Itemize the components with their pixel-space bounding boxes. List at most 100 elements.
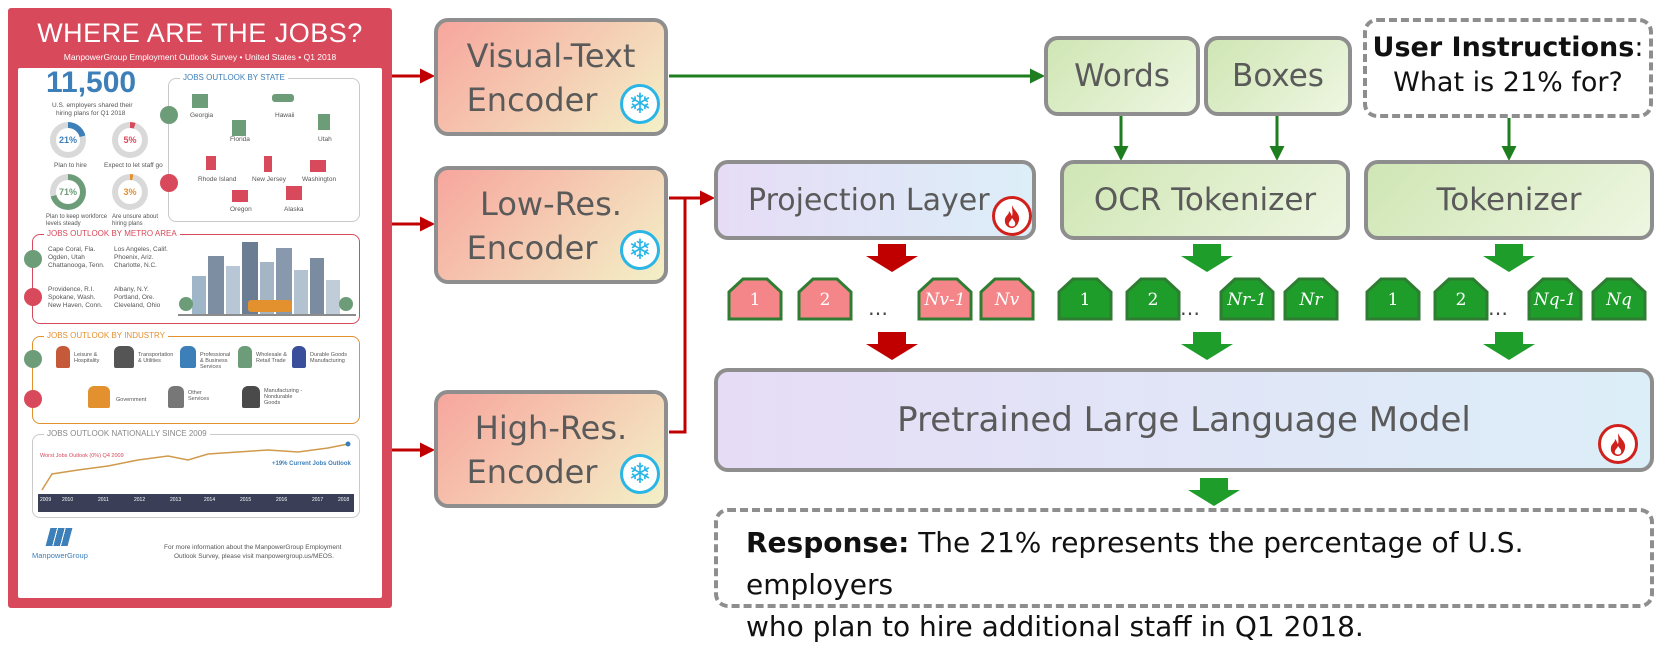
snowflake-frozen-icon: ❄ (620, 454, 660, 494)
token: Nv-1 (916, 276, 974, 322)
state-label: New Jersey (252, 176, 286, 183)
visual-text-encoder: Visual-Text Encoder (434, 18, 668, 136)
low-res-encoder: Low-Res. Encoder (434, 166, 668, 284)
state-heading: JOBS OUTLOOK BY STATE (180, 73, 288, 82)
token-ellipsis: … (1180, 296, 1200, 320)
encoder-label: Encoder (466, 453, 598, 491)
metro-up-city: Chattanooga, Tenn. (48, 262, 105, 269)
user-instructions-box: User Instructions: What is 21% for? (1363, 18, 1653, 118)
state-shape-icon (206, 156, 216, 170)
donut-chart: 71% (50, 174, 86, 210)
timeline-year: 2014 (204, 497, 216, 503)
token-label: Nr (1299, 290, 1323, 310)
response-box: Response: The 21% represents the percent… (714, 508, 1654, 643)
token-label: 2 (819, 290, 831, 310)
ocr-tokenizer-label: OCR Tokenizer (1093, 182, 1317, 218)
timeline-year: 2013 (170, 497, 182, 503)
block-arrow-down (866, 332, 918, 360)
token: 1 (1364, 276, 1422, 322)
industry-down-label: Manufacturing - Nondurable Goods (264, 388, 303, 406)
state-label: Washington (302, 176, 337, 183)
token-label: Nv (994, 290, 1020, 310)
metro-up-city: Ogden, Utah (48, 254, 85, 261)
response-label: Response: (746, 526, 910, 559)
metro-up-city: Phoenix, Ariz. (114, 254, 154, 261)
metro-down-city: Albany, N.Y. (114, 286, 149, 293)
footer-text: Outlook Survey, please visit manpowergro… (174, 553, 334, 560)
donut-value: 3% (118, 180, 142, 204)
thumbs-down-icon (24, 390, 42, 408)
encoder-label: Low-Res. (480, 185, 622, 223)
timeline-year: 2015 (240, 497, 252, 503)
boxes-label: Boxes (1232, 58, 1324, 94)
donut-label: Plan to keep workforce levels steady (46, 214, 108, 227)
llm-label: Pretrained Large Language Model (897, 400, 1471, 440)
token: Nv (978, 276, 1036, 322)
industry-up-label: Professional & Business Services (200, 352, 231, 370)
token: 2 (1432, 276, 1490, 322)
donut-value: 5% (118, 128, 142, 152)
metro-up-city: Cape Coral, Fla. (48, 246, 96, 253)
metro-down-city: Cleveland, Ohio (114, 302, 161, 309)
encoder-merge-line (669, 196, 687, 434)
donut-label: Expect to let staff go (104, 162, 163, 169)
state-shape-icon (272, 94, 294, 102)
response-text: who plan to hire additional staff in Q1 … (746, 610, 1364, 643)
donut-label: Are unsure about hiring plans (112, 214, 159, 227)
big-number-caption: hiring plans for Q1 2018 (56, 110, 126, 117)
token: Nq-1 (1526, 276, 1584, 322)
token: 2 (1124, 276, 1182, 322)
worker-icon (238, 346, 252, 368)
token-label: Nq-1 (1533, 290, 1577, 310)
state-shape-icon (264, 156, 272, 172)
user-question: What is 21% for? (1393, 67, 1623, 98)
worker-icon (56, 346, 70, 368)
state-shape-icon (232, 120, 246, 136)
state-shape-icon (192, 94, 208, 108)
thumbs-up-icon (160, 106, 178, 124)
state-label: Georgia (190, 112, 214, 119)
thumbs-down-icon (160, 174, 178, 192)
state-shape-icon (310, 160, 326, 172)
footer-text: For more information about the ManpowerG… (164, 544, 342, 551)
infographic-subtitle: ManpowerGroup Employment Outlook Survey … (63, 52, 337, 62)
ocr-tokenizer-box: OCR Tokenizer (1060, 160, 1350, 240)
donut-value: 71% (56, 180, 80, 204)
snowflake-frozen-icon: ❄ (620, 84, 660, 124)
token: Nr-1 (1218, 276, 1276, 322)
thumbs-up-icon (24, 250, 42, 268)
worker-icon (242, 386, 260, 408)
worker-icon (88, 386, 110, 408)
timeline-bar (38, 494, 354, 512)
big-number: 11,500 (46, 66, 137, 99)
words-label: Words (1074, 58, 1170, 94)
timeline-year: 2009 (40, 497, 52, 503)
block-arrow-down (866, 244, 918, 272)
industry-up-label: Wholesale & Retail Trade (256, 352, 287, 364)
worker-icon (114, 346, 134, 368)
state-shape-icon (286, 186, 302, 200)
token: Nr (1282, 276, 1340, 322)
state-label: Hawaii (275, 112, 295, 119)
donut-label: Plan to hire (54, 162, 87, 169)
infographic-to-encoder-arrows (392, 68, 435, 458)
industry-up-label: Transportation & Utilities (138, 352, 174, 364)
block-arrow-down (1483, 244, 1535, 272)
state-shape-icon (232, 190, 248, 202)
timeline-year: 2016 (276, 497, 288, 503)
tokenizer-label: Tokenizer (1436, 182, 1582, 218)
token-label: 1 (749, 290, 761, 310)
token: 2 (796, 276, 854, 322)
words-box: Words (1044, 36, 1200, 116)
industry-section (32, 336, 360, 424)
token-label: 1 (1079, 290, 1091, 310)
donut-chart: 3% (112, 174, 148, 210)
metro-down-city: Providence, R.I. (48, 286, 95, 293)
current-outlook-label: +19% Current Jobs Outlook (272, 461, 351, 467)
timeline-year: 2012 (134, 497, 146, 503)
infographic-image: WHERE ARE THE JOBS? ManpowerGroup Employ… (8, 8, 392, 608)
donut-chart: 21% (50, 122, 86, 158)
timeline-year: 2017 (312, 497, 324, 503)
user-instructions-colon: : (1634, 32, 1644, 63)
worker-icon (292, 346, 306, 368)
